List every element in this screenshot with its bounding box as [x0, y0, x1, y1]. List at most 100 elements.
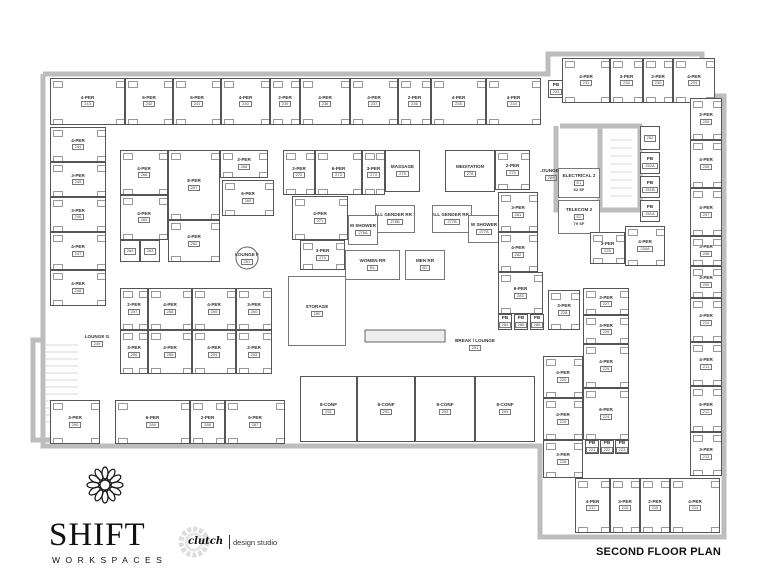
desk: [259, 172, 267, 177]
desk: [521, 153, 529, 160]
room-number: 208: [699, 250, 713, 257]
desk: [713, 336, 721, 341]
room-label: 3-PER: [247, 302, 261, 307]
room-label: 3-PER: [127, 345, 141, 350]
room-number: 269: [241, 197, 255, 204]
desk: [706, 61, 714, 68]
desk: [306, 153, 314, 160]
desk: [532, 119, 540, 124]
desk: [224, 119, 234, 124]
room-label: 4-PER: [585, 498, 600, 504]
room-number: 284: [499, 321, 511, 328]
room-label: 2-PER: [648, 498, 662, 504]
desk: [303, 243, 313, 250]
room-label: 6-PER: [248, 415, 262, 420]
room-label: 4-PER: [556, 370, 570, 375]
room-number: 273: [332, 172, 345, 179]
room-label: 4-PER: [207, 345, 221, 350]
desk: [586, 347, 596, 354]
room-label: PB: [618, 440, 626, 445]
desk: [212, 119, 220, 124]
room-label: 6-PER: [513, 286, 528, 291]
desk: [261, 81, 269, 88]
room-label: 3-PER: [618, 498, 632, 504]
desk: [489, 119, 499, 124]
desk: [434, 119, 444, 124]
room-number: 276B: [387, 218, 403, 225]
desk: [546, 443, 556, 450]
desk: [693, 470, 703, 475]
desk: [183, 291, 191, 298]
desk: [529, 195, 537, 202]
room-number: 258: [163, 308, 177, 315]
desk: [676, 61, 686, 68]
desk: [171, 223, 181, 230]
desk: [123, 291, 133, 298]
desk: [171, 256, 181, 261]
room-number: 277A: [476, 228, 492, 235]
desk: [616, 235, 624, 242]
room-number: 271: [313, 217, 327, 224]
desk: [53, 438, 63, 443]
room-label: 3-PER: [237, 157, 251, 162]
room-number: 283: [514, 292, 527, 299]
room-number: 274: [367, 172, 380, 179]
desk: [693, 143, 703, 150]
room-label: 4-PER: [137, 165, 151, 171]
desk: [53, 81, 63, 88]
desk: [656, 229, 664, 236]
shift-logo-text: SHIFT: [49, 517, 146, 553]
room-number: 229: [601, 247, 614, 254]
desk: [676, 97, 686, 102]
room-label: 6-PER: [331, 165, 346, 171]
desk: [97, 130, 105, 137]
desk: [693, 345, 703, 352]
room-number: 265: [137, 217, 151, 224]
room-number: 264: [123, 248, 137, 255]
desk: [656, 260, 664, 265]
desk: [53, 264, 63, 269]
room-label: 2-PER: [247, 345, 261, 350]
desk: [239, 368, 249, 373]
desk: [91, 403, 99, 410]
room-number: 247: [71, 250, 85, 257]
desk: [643, 481, 653, 488]
room-label: 2-PER: [651, 73, 665, 79]
room-number: 236: [408, 101, 421, 108]
desk: [586, 318, 596, 325]
desk: [693, 380, 703, 385]
desk: [578, 527, 588, 532]
desk: [211, 256, 219, 261]
desk: [151, 324, 161, 329]
desk: [571, 324, 579, 329]
room-label: LOUNGE F: [235, 252, 259, 257]
desk: [159, 234, 167, 239]
room-label: 4-PER: [638, 239, 652, 244]
desk: [501, 275, 511, 282]
desk: [263, 324, 271, 329]
room-label: STORAGE: [305, 304, 329, 309]
room-number: 204: [687, 80, 701, 87]
room-label: 6-PER: [599, 407, 613, 412]
desk: [664, 97, 672, 102]
desk: [176, 81, 186, 88]
desk: [631, 481, 639, 488]
desk: [713, 239, 721, 246]
